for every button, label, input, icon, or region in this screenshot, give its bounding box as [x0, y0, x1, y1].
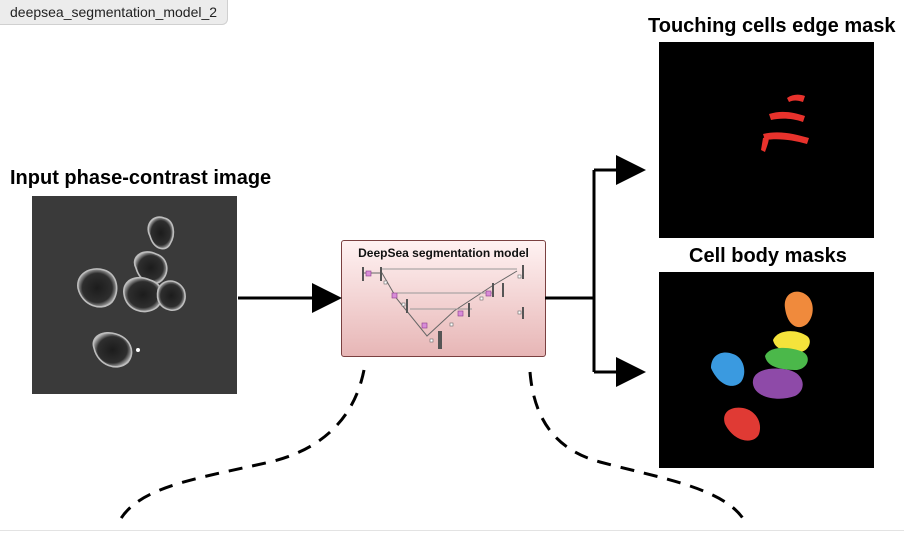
cell-center — [123, 276, 163, 313]
cell-body-title: Cell body masks — [689, 245, 847, 267]
unet-diagram — [362, 265, 524, 349]
input-image-title: Input phase-contrast image — [10, 167, 272, 189]
cell-left — [77, 268, 118, 308]
cell-body-image — [711, 291, 813, 441]
bright-spot — [136, 348, 140, 352]
deepsea-model-box: DeepSea segmentation model — [341, 240, 546, 357]
input-image — [32, 196, 237, 394]
edge-mask-image — [761, 94, 809, 152]
cell-right — [156, 280, 186, 312]
cell-body-panel — [659, 272, 874, 468]
cell-mask-orange — [784, 291, 813, 328]
cell-mask-red — [724, 407, 761, 441]
cell-mask-green — [765, 347, 808, 370]
cell-mask-yellow — [773, 331, 810, 352]
edge-mask-title: Touching cells edge mask — [648, 15, 896, 37]
edge-mask-panel — [659, 42, 874, 238]
phase-contrast-image — [32, 196, 237, 394]
cell-mask-blue — [711, 352, 745, 386]
window-tab[interactable]: deepsea_segmentation_model_2 — [0, 0, 229, 25]
cell-bottom — [92, 332, 133, 368]
cell-top — [147, 216, 175, 250]
bottom-divider — [0, 530, 904, 531]
cell-mask-purple — [752, 368, 803, 399]
model-title: DeepSea segmentation model — [358, 246, 529, 260]
